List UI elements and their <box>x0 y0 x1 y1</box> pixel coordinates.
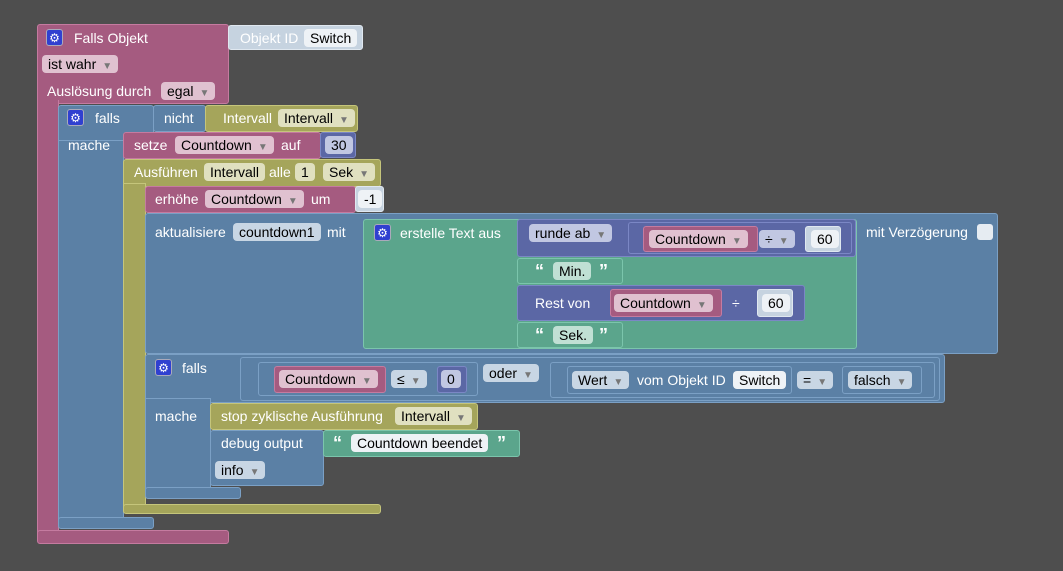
if-block-2-arm <box>145 398 211 493</box>
gear-icon[interactable]: ⚙ <box>155 359 172 376</box>
trigger-by-label: Auslösung durch <box>47 83 152 99</box>
interval-label: Intervall <box>223 110 273 126</box>
sec-text-field[interactable]: Sek. <box>553 326 594 344</box>
interval-exec-arm <box>123 183 146 508</box>
quote-open-icon: “ <box>535 261 544 281</box>
every-field[interactable]: 1 <box>295 163 315 181</box>
if2-object-id-field[interactable]: Switch <box>733 371 787 389</box>
trigger-block-bottom <box>37 530 229 544</box>
not-label: nicht <box>164 110 194 126</box>
round-dropdown[interactable]: runde ab▼ <box>529 224 613 242</box>
to-label: auf <box>281 137 301 153</box>
quote-close-icon: ” <box>599 261 608 281</box>
stop-name-dropdown[interactable]: Intervall▼ <box>395 407 472 425</box>
quote-close-icon: ” <box>497 433 506 453</box>
stop-label: stop zyklische Ausführung <box>221 408 383 424</box>
exec-label: Ausführen <box>134 164 198 180</box>
if-block-bottom <box>58 517 154 529</box>
debug-label: debug output <box>221 435 303 451</box>
interval-exec-bottom <box>123 504 381 514</box>
value-dropdown[interactable]: Wert▼ <box>572 371 630 389</box>
cmp-value-field[interactable]: 0 <box>441 370 461 388</box>
min-text-field[interactable]: Min. <box>553 262 592 280</box>
mod-label: Rest von <box>535 295 591 311</box>
or-dropdown[interactable]: oder▼ <box>483 364 539 382</box>
if-block-arm <box>58 140 124 525</box>
inc-var-dropdown[interactable]: Countdown▼ <box>205 190 304 208</box>
join-label: erstelle Text aus <box>400 225 501 241</box>
unit-dropdown[interactable]: Sek▼ <box>323 163 376 181</box>
set-label: setze <box>134 137 168 153</box>
mod-var-dropdown[interactable]: Countdown▼ <box>614 294 713 312</box>
state-field[interactable]: countdown1 <box>233 223 321 241</box>
exec-name-field[interactable]: Intervall <box>204 163 266 181</box>
gear-icon[interactable]: ⚙ <box>67 109 84 126</box>
delay-checkbox[interactable] <box>977 224 993 240</box>
divisor-field[interactable]: 60 <box>811 230 839 248</box>
inc-value[interactable]: -1 <box>358 190 383 208</box>
cmp-op-dropdown[interactable]: ≤▼ <box>391 370 427 388</box>
gear-icon[interactable]: ⚙ <box>46 29 63 46</box>
div-op-dropdown[interactable]: ÷▼ <box>759 230 795 248</box>
update-label: aktualisiere <box>155 224 226 240</box>
debug-text-field[interactable]: Countdown beendet <box>351 434 489 452</box>
condition-dropdown[interactable]: ist wahr▼ <box>42 55 119 73</box>
if-block-2-bottom <box>145 487 241 499</box>
gear-icon[interactable]: ⚙ <box>374 224 391 241</box>
trigger-block-arm <box>37 100 59 535</box>
object-id-field[interactable]: Switch <box>304 29 358 47</box>
if-label: falls <box>95 110 120 126</box>
trigger-title: Falls Objekt <box>74 30 148 46</box>
do2-label: mache <box>155 408 198 424</box>
level-dropdown[interactable]: info▼ <box>215 461 266 479</box>
cmp-var-dropdown[interactable]: Countdown▼ <box>279 370 378 388</box>
eq-op-dropdown[interactable]: =▼ <box>797 371 834 389</box>
of-object-label: vom Objekt ID <box>637 372 726 388</box>
by-label: um <box>311 191 331 207</box>
object-id-label: Objekt ID <box>240 30 299 46</box>
if2-label: falls <box>182 360 207 376</box>
trigger-by-dropdown[interactable]: egal▼ <box>161 82 216 100</box>
every-label: alle <box>269 164 291 180</box>
delay-label: mit Verzögerung <box>866 224 968 240</box>
set-var-dropdown[interactable]: Countdown▼ <box>175 136 274 154</box>
interval-dropdown[interactable]: Intervall▼ <box>278 109 355 127</box>
bool-dropdown[interactable]: falsch▼ <box>848 371 913 389</box>
quote-open-icon: “ <box>535 325 544 345</box>
do-label: mache <box>68 137 111 153</box>
set-value[interactable]: 30 <box>325 136 353 154</box>
var-dropdown[interactable]: Countdown▼ <box>649 230 748 248</box>
debug-block[interactable] <box>210 430 324 486</box>
mod-divisor-field[interactable]: 60 <box>762 294 790 312</box>
quote-close-icon: ” <box>599 325 608 345</box>
with-label: mit <box>327 224 346 240</box>
mod-op: ÷ <box>732 295 740 311</box>
inc-label: erhöhe <box>155 191 199 207</box>
quote-open-icon: “ <box>333 433 342 453</box>
